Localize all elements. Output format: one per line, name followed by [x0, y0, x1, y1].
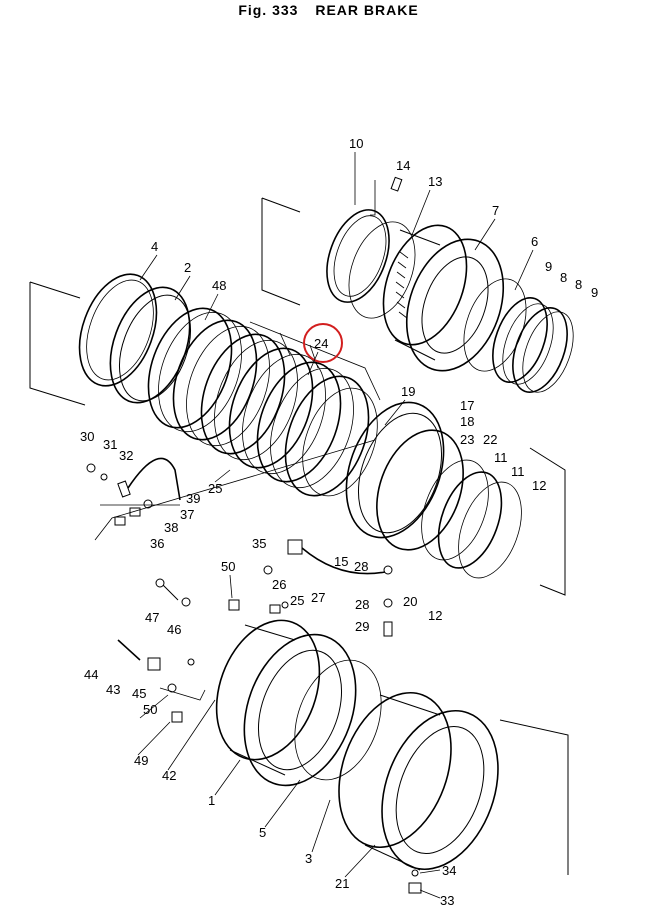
label-23: 25 [208, 481, 222, 496]
label-38: 38 [164, 520, 178, 535]
label-21: 22 [483, 432, 497, 447]
label-45: 47 [145, 610, 159, 625]
label-41: 43 [106, 682, 120, 697]
figure-name: REAR BRAKE [315, 2, 419, 18]
label-35: 35 [252, 536, 266, 551]
label-16: 17 [460, 398, 474, 413]
label-10: 10 [349, 136, 363, 151]
label-28a: 28 [354, 559, 368, 574]
label-17: 18 [460, 414, 474, 429]
label-8b: 8 [575, 277, 582, 292]
label-1: 1 [208, 793, 215, 808]
figure-number: Fig. 333 [238, 2, 299, 18]
label-39: 39 [186, 491, 200, 506]
label-27: 27 [311, 590, 325, 605]
bottom-assembly [117, 619, 569, 894]
label-31: 31 [103, 437, 117, 452]
label-15: 15 [334, 554, 348, 569]
label-47: 49 [134, 753, 148, 768]
label-7: 7 [492, 203, 499, 218]
part-labels: 10 14 13 7 6 9 8 8 9 4 2 48 24 19 17 18 … [80, 136, 598, 907]
label-20: 21 [335, 876, 349, 891]
label-25: 26 [272, 577, 286, 592]
label-2: 2 [184, 260, 191, 275]
label-33: 33 [440, 893, 454, 907]
label-6: 6 [531, 234, 538, 249]
label-19: 20 [403, 594, 417, 609]
upper-right-assembly [261, 176, 574, 393]
label-40: 42 [162, 768, 176, 783]
label-32: 32 [119, 448, 133, 463]
label-18: 19 [401, 384, 415, 399]
label-34: 34 [442, 863, 456, 878]
label-28b: 28 [355, 597, 369, 612]
left-fittings [86, 457, 181, 526]
label-50: 50 [221, 559, 235, 574]
middle-small-parts [155, 539, 393, 637]
label-29: 29 [355, 619, 369, 634]
label-4: 4 [151, 239, 158, 254]
label-9b: 9 [591, 285, 598, 300]
label-8a: 8 [560, 270, 567, 285]
label-24: 24 [314, 336, 328, 351]
label-46: 48 [212, 278, 226, 293]
label-42: 44 [84, 667, 98, 682]
label-5: 5 [259, 825, 266, 840]
label-11b: 11 [511, 464, 525, 479]
label-9a: 9 [545, 259, 552, 274]
figure-title: Fig. 333 REAR BRAKE [0, 2, 657, 18]
label-36: 36 [150, 536, 164, 551]
label-12b: 12 [428, 608, 442, 623]
label-30: 30 [80, 429, 94, 444]
label-37: 37 [180, 507, 194, 522]
label-44: 46 [167, 622, 181, 637]
middle-disc-stack [29, 273, 566, 596]
label-14: 14 [396, 158, 410, 173]
label-13: 13 [428, 174, 442, 189]
label-12a: 12 [532, 478, 546, 493]
label-11a: 11 [494, 450, 508, 465]
highlight-circle [303, 323, 343, 363]
label-3: 3 [305, 851, 312, 866]
label-26: 25 [290, 593, 304, 608]
label-43: 45 [132, 686, 146, 701]
leader-lines [137, 152, 534, 899]
label-22: 23 [460, 432, 474, 447]
